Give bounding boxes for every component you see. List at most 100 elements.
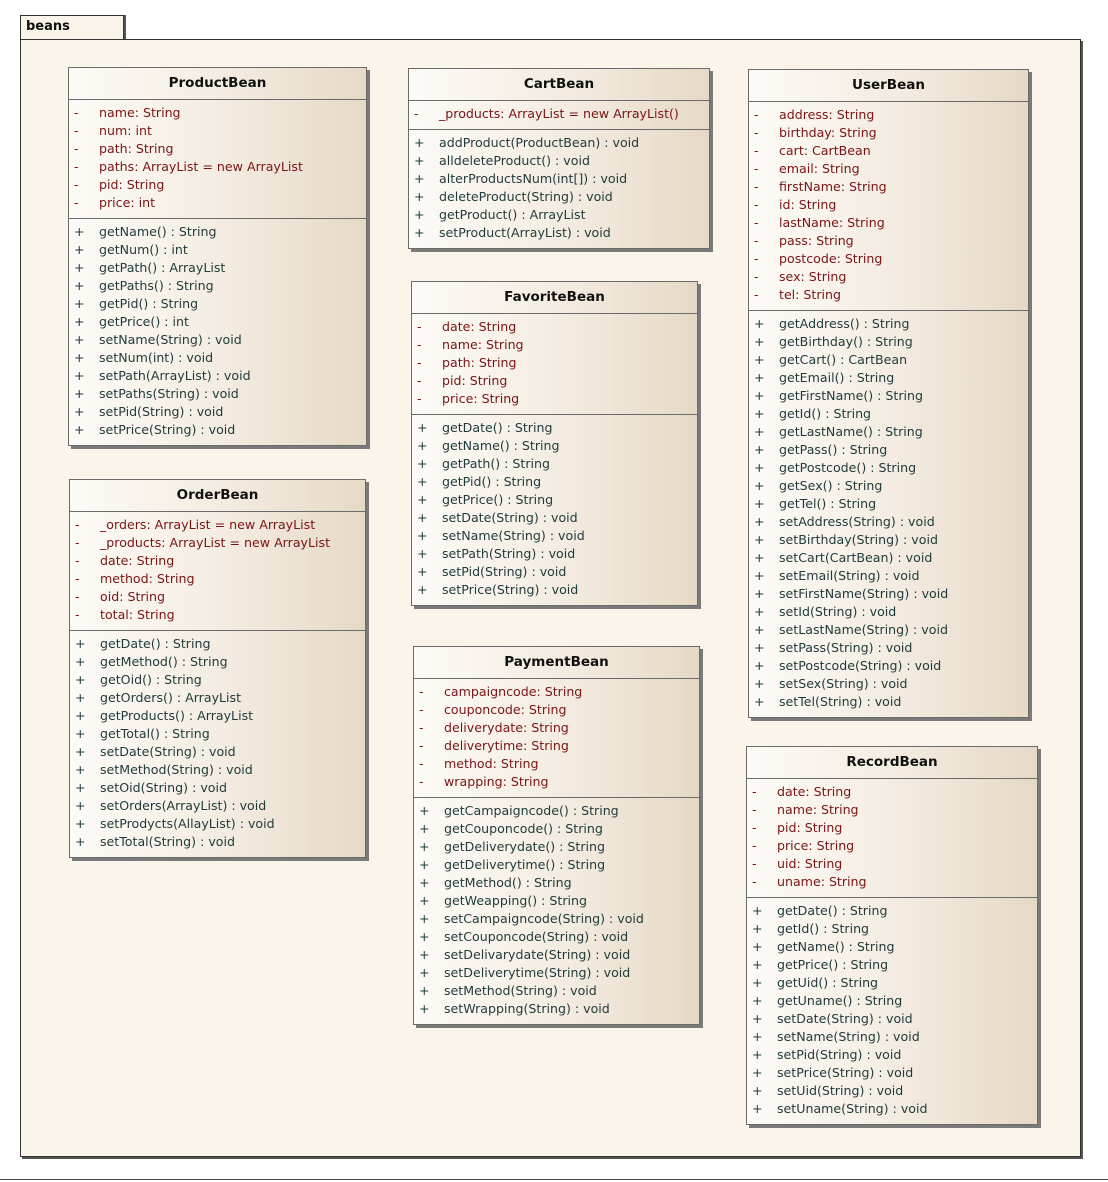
operation-row[interactable]: +getDate() : String xyxy=(412,419,697,437)
operation-row[interactable]: +getPostcode() : String xyxy=(749,459,1028,477)
operation-row[interactable]: +getPrice() : int xyxy=(69,313,366,331)
operation-row[interactable]: +setDate(String) : void xyxy=(412,509,697,527)
operation-row[interactable]: +addProduct(ProductBean) : void xyxy=(409,134,709,152)
operation-row[interactable]: +getUname() : String xyxy=(747,992,1037,1010)
operation-row[interactable]: +getSex() : String xyxy=(749,477,1028,495)
operation-row[interactable]: +setProduct(ArrayList) : void xyxy=(409,224,709,242)
attribute-row[interactable]: -name: String xyxy=(69,104,366,122)
operation-row[interactable]: +setPrice(String) : void xyxy=(69,421,366,439)
operation-row[interactable]: +setUname(String) : void xyxy=(747,1100,1037,1118)
operation-row[interactable]: +setPath(String) : void xyxy=(412,545,697,563)
attribute-row[interactable]: -deliverydate: String xyxy=(414,719,699,737)
attribute-row[interactable]: -uid: String xyxy=(747,855,1037,873)
operation-row[interactable]: +deleteProduct(String) : void xyxy=(409,188,709,206)
operation-row[interactable]: +setBirthday(String) : void xyxy=(749,531,1028,549)
attribute-row[interactable]: -wrapping: String xyxy=(414,773,699,791)
attribute-row[interactable]: -pid: String xyxy=(69,176,366,194)
attribute-row[interactable]: -couponcode: String xyxy=(414,701,699,719)
attribute-row[interactable]: -oid: String xyxy=(70,588,365,606)
class-recordbean[interactable]: RecordBean-date: String-name: String-pid… xyxy=(746,746,1038,1125)
operation-row[interactable]: +getName() : String xyxy=(412,437,697,455)
operation-row[interactable]: +setDelivarydate(String) : void xyxy=(414,946,699,964)
operation-row[interactable]: +getPid() : String xyxy=(412,473,697,491)
operation-row[interactable]: +setOrders(ArrayList) : void xyxy=(70,797,365,815)
operation-row[interactable]: +getNum() : int xyxy=(69,241,366,259)
attribute-row[interactable]: -lastName: String xyxy=(749,214,1028,232)
operation-row[interactable]: +setPaths(String) : void xyxy=(69,385,366,403)
operation-row[interactable]: +getId() : String xyxy=(749,405,1028,423)
attribute-row[interactable]: -name: String xyxy=(412,336,697,354)
attribute-row[interactable]: -pid: String xyxy=(412,372,697,390)
operation-row[interactable]: +setTotal(String) : void xyxy=(70,833,365,851)
attribute-row[interactable]: -name: String xyxy=(747,801,1037,819)
attribute-row[interactable]: -postcode: String xyxy=(749,250,1028,268)
attribute-row[interactable]: -id: String xyxy=(749,196,1028,214)
operation-row[interactable]: +setPid(String) : void xyxy=(69,403,366,421)
operation-row[interactable]: +setCart(CartBean) : void xyxy=(749,549,1028,567)
operation-row[interactable]: +setUid(String) : void xyxy=(747,1082,1037,1100)
attribute-row[interactable]: -price: String xyxy=(412,390,697,408)
attribute-row[interactable]: -address: String xyxy=(749,106,1028,124)
class-productbean[interactable]: ProductBean-name: String-num: int-path: … xyxy=(68,67,367,446)
attribute-row[interactable]: -date: String xyxy=(70,552,365,570)
operation-row[interactable]: +setDeliverytime(String) : void xyxy=(414,964,699,982)
operation-row[interactable]: +getAddress() : String xyxy=(749,315,1028,333)
operation-row[interactable]: +getFirstName() : String xyxy=(749,387,1028,405)
operation-row[interactable]: +setProdycts(AllayList) : void xyxy=(70,815,365,833)
attribute-row[interactable]: -birthday: String xyxy=(749,124,1028,142)
operation-row[interactable]: +getUid() : String xyxy=(747,974,1037,992)
attribute-row[interactable]: -total: String xyxy=(70,606,365,624)
operation-row[interactable]: +setFirstName(String) : void xyxy=(749,585,1028,603)
operation-row[interactable]: +getWeapping() : String xyxy=(414,892,699,910)
operation-row[interactable]: +getTotal() : String xyxy=(70,725,365,743)
operation-row[interactable]: +getEmail() : String xyxy=(749,369,1028,387)
operation-row[interactable]: +getPath() : String xyxy=(412,455,697,473)
class-userbean[interactable]: UserBean-address: String-birthday: Strin… xyxy=(748,69,1029,718)
attribute-row[interactable]: -paths: ArrayList = new ArrayList xyxy=(69,158,366,176)
operation-row[interactable]: +setTel(String) : void xyxy=(749,693,1028,711)
operation-row[interactable]: +setId(String) : void xyxy=(749,603,1028,621)
attribute-row[interactable]: -num: int xyxy=(69,122,366,140)
operation-row[interactable]: +getDeliverydate() : String xyxy=(414,838,699,856)
operation-row[interactable]: +getId() : String xyxy=(747,920,1037,938)
attribute-row[interactable]: -pid: String xyxy=(747,819,1037,837)
operation-row[interactable]: +setAddress(String) : void xyxy=(749,513,1028,531)
attribute-row[interactable]: -method: String xyxy=(70,570,365,588)
attribute-row[interactable]: -firstName: String xyxy=(749,178,1028,196)
operation-row[interactable]: +setNum(int) : void xyxy=(69,349,366,367)
attribute-row[interactable]: -price: int xyxy=(69,194,366,212)
operation-row[interactable]: +getPass() : String xyxy=(749,441,1028,459)
operation-row[interactable]: +getLastName() : String xyxy=(749,423,1028,441)
operation-row[interactable]: +getDeliverytime() : String xyxy=(414,856,699,874)
attribute-row[interactable]: -date: String xyxy=(747,783,1037,801)
operation-row[interactable]: +setWrapping(String) : void xyxy=(414,1000,699,1018)
class-cartbean[interactable]: CartBean-_products: ArrayList = new Arra… xyxy=(408,68,710,249)
operation-row[interactable]: +getPrice() : String xyxy=(747,956,1037,974)
operation-row[interactable]: +setSex(String) : void xyxy=(749,675,1028,693)
class-favoritebean[interactable]: FavoriteBean-date: String-name: String-p… xyxy=(411,281,698,606)
attribute-row[interactable]: -campaigncode: String xyxy=(414,683,699,701)
attribute-row[interactable]: -pass: String xyxy=(749,232,1028,250)
operation-row[interactable]: +setCampaigncode(String) : void xyxy=(414,910,699,928)
attribute-row[interactable]: -sex: String xyxy=(749,268,1028,286)
operation-row[interactable]: +setName(String) : void xyxy=(69,331,366,349)
operation-row[interactable]: +getCart() : CartBean xyxy=(749,351,1028,369)
operation-row[interactable]: +getPid() : String xyxy=(69,295,366,313)
attribute-row[interactable]: -deliverytime: String xyxy=(414,737,699,755)
operation-row[interactable]: +setPass(String) : void xyxy=(749,639,1028,657)
operation-row[interactable]: +getName() : String xyxy=(747,938,1037,956)
operation-row[interactable]: +getOid() : String xyxy=(70,671,365,689)
operation-row[interactable]: +setDate(String) : void xyxy=(747,1010,1037,1028)
operation-row[interactable]: +getTel() : String xyxy=(749,495,1028,513)
operation-row[interactable]: +getOrders() : ArrayList xyxy=(70,689,365,707)
operation-row[interactable]: +setPrice(String) : void xyxy=(747,1064,1037,1082)
attribute-row[interactable]: -path: String xyxy=(69,140,366,158)
operation-row[interactable]: +getMethod() : String xyxy=(70,653,365,671)
operation-row[interactable]: +getPath() : ArrayList xyxy=(69,259,366,277)
attribute-row[interactable]: -path: String xyxy=(412,354,697,372)
operation-row[interactable]: +getDate() : String xyxy=(70,635,365,653)
attribute-row[interactable]: -email: String xyxy=(749,160,1028,178)
operation-row[interactable]: +getBirthday() : String xyxy=(749,333,1028,351)
operation-row[interactable]: +setCouponcode(String) : void xyxy=(414,928,699,946)
operation-row[interactable]: +setMethod(String) : void xyxy=(70,761,365,779)
